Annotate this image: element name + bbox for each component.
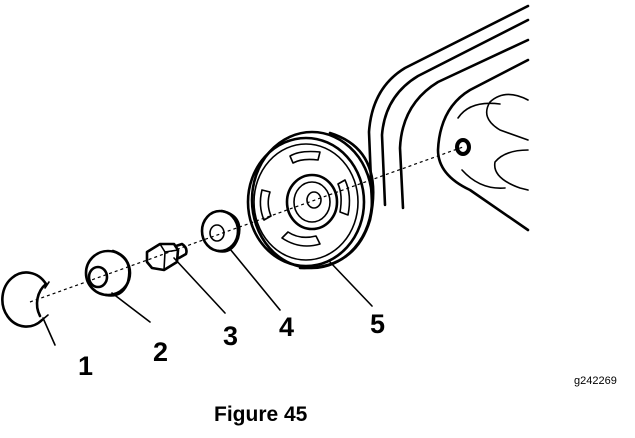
spacer — [84, 249, 132, 297]
callout-2: 2 — [153, 337, 168, 367]
callout-3: 3 — [223, 321, 238, 351]
callout-5: 5 — [370, 309, 385, 339]
callout-1: 1 — [78, 351, 93, 381]
leader-lines — [42, 248, 373, 346]
assembly-axis — [29, 146, 464, 303]
retaining-ring — [1, 271, 50, 328]
callout-4: 4 — [279, 312, 294, 342]
figure-caption: Figure 45 — [214, 403, 308, 426]
figure-id: g242269 — [574, 375, 617, 387]
housing — [367, 4, 530, 232]
washer — [200, 209, 241, 253]
pulley — [246, 130, 375, 270]
